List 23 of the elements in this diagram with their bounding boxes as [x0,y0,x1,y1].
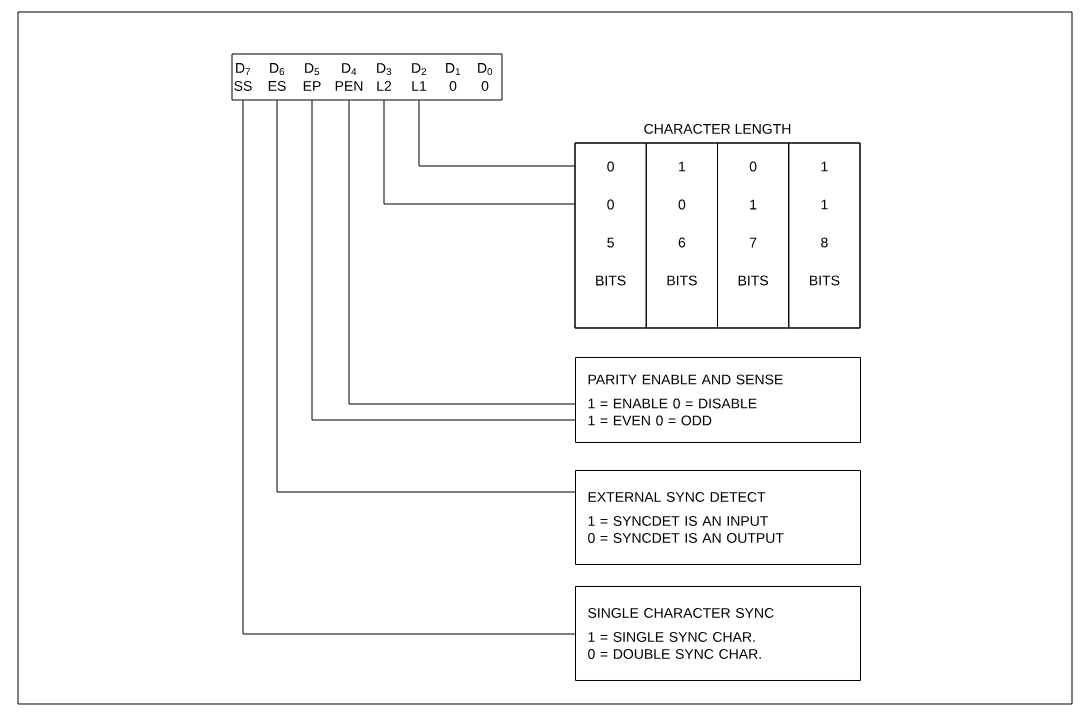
field-box: PARITY ENABLE AND SENSE 1 = ENABLE 0 = DISABLE 1 = EVEN 0 = ODD [575,357,861,443]
field-box: EXTERNAL SYNC DETECT 1 = SYNCDET IS AN INPUT 0 = SYNCDET IS AN OUTPUT [575,470,861,565]
bit-label: D$_{2}$ L1 [412,63,427,91]
bit-label: D$_{5}$ EP [303,63,321,91]
bit-label: D$_{7}$ SS [234,63,252,91]
bit-label: D$_{0}$ 0 [478,63,493,91]
bit-label: D$_{4}$ PEN [335,63,363,91]
register-box [231,53,503,101]
bit-label: D$_{3}$ L2 [377,63,392,91]
connector-line [242,100,576,635]
connector-line [418,100,575,167]
table-column: 0 0 5 BITS [574,142,647,329]
connector-line [348,100,576,405]
bit-label: D$_{6}$ ES [268,63,286,91]
bit-label: D$_{1}$ 0 [446,63,461,91]
connector-line [276,100,576,493]
connector-line [383,100,575,205]
connector-line [311,100,576,421]
table-column: 0 1 7 BITS [717,142,790,329]
table-column: 1 0 6 BITS [645,142,718,329]
field-box: SINGLE CHARACTER SYNC 1 = SINGLE SYNC CHAR. 0 = DOUBLE SYNC CHAR. [575,586,861,681]
table-column: 1 1 8 BITS [788,142,861,329]
node-label: CHARACTER LENGTH [644,123,791,134]
